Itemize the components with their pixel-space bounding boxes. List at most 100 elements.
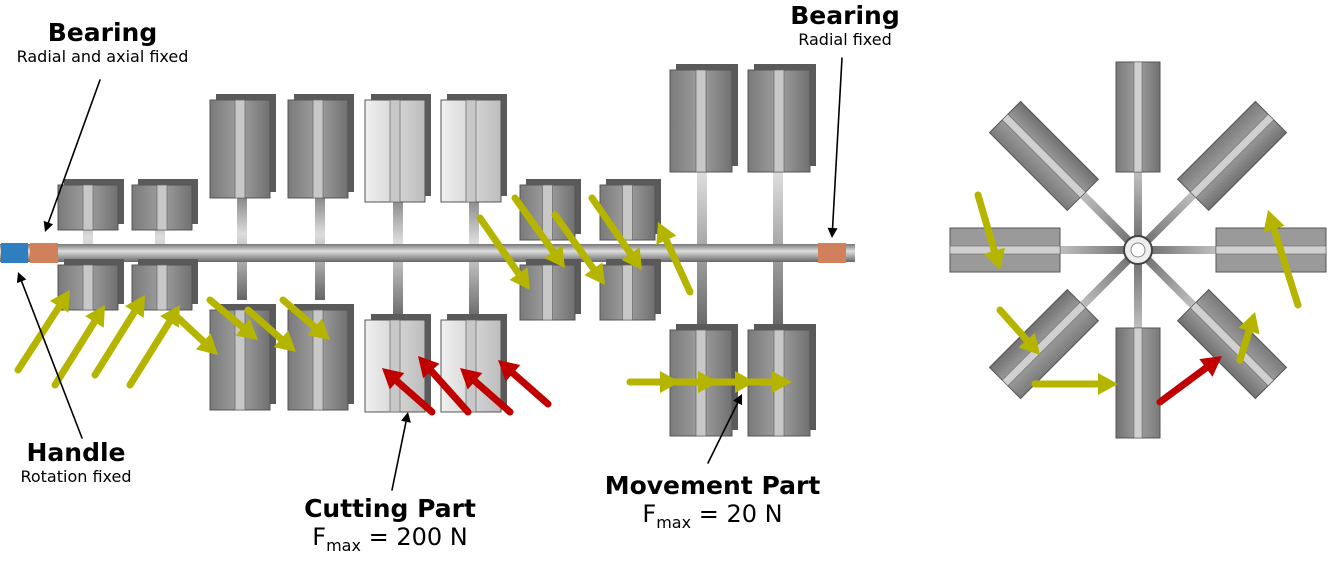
- leader-line-shaft: [391, 420, 407, 491]
- movement-force-arrow-head: [509, 267, 530, 290]
- blade-rib: [389, 99, 401, 203]
- cutting-force-arrow-shaft: [393, 377, 436, 416]
- cutting-force-arrow-head: [460, 368, 483, 390]
- hub-center: [1130, 242, 1146, 258]
- bearing-left-title: Bearing: [47, 18, 158, 47]
- blade-rib: [622, 184, 633, 241]
- movement-force-arrow-shaft: [206, 296, 247, 331]
- end-view-arm: [1138, 227, 1327, 273]
- leader-line-shaft: [707, 402, 739, 464]
- cutting-force-arrow-shaft: [1156, 364, 1210, 406]
- force-subscript: max: [656, 512, 692, 532]
- cutting-part-force: Fmax = 200 N: [290, 523, 490, 555]
- movement-force-arrow-head: [584, 262, 605, 285]
- movement-part-title: Movement Part: [604, 471, 821, 500]
- movement-force-arrow-head: [273, 330, 296, 352]
- force-symbol: F: [312, 523, 327, 551]
- cutting-force-arrow-shaft: [427, 367, 472, 416]
- cutting-force-arrow-shaft: [509, 369, 552, 408]
- bearing-left: [30, 243, 58, 263]
- end-view-arm: [1115, 250, 1161, 439]
- force-subscript: max: [326, 535, 361, 555]
- blade-rib: [1001, 301, 1087, 387]
- movement-force-arrow-shaft: [1236, 327, 1253, 364]
- leader-line-head: [16, 272, 27, 284]
- movement-force-arrow-head: [1018, 332, 1040, 355]
- bearing-right-label: Bearing Radial fixed: [770, 1, 920, 49]
- leader-line-shaft: [20, 280, 83, 439]
- end-view: [949, 61, 1327, 439]
- leader-line-shaft: [831, 57, 843, 229]
- movement-force-arrow-shaft: [551, 211, 597, 273]
- leader-line-head: [827, 227, 838, 238]
- movement-force-arrow-shaft: [662, 236, 694, 296]
- leader-line-head: [401, 412, 411, 423]
- blade-rib: [542, 184, 553, 241]
- handle-subtitle: Rotation fixed: [20, 467, 132, 486]
- movement-force-arrow-shaft: [511, 194, 557, 256]
- movement-force-arrow-head: [195, 333, 218, 355]
- movement-force-arrow-shaft: [244, 306, 285, 343]
- cutting-force-arrow-head: [382, 368, 405, 390]
- movement-force-arrow-shaft: [171, 311, 207, 345]
- blade-rib: [695, 69, 707, 173]
- blade-rib: [1189, 113, 1275, 199]
- blade-rib: [234, 309, 246, 411]
- movement-force-arrow-shaft: [476, 214, 523, 278]
- cutting-part-label: Cutting Part Fmax = 200 N: [290, 494, 490, 555]
- blade-rib: [465, 319, 477, 413]
- cutting-force-arrow-head: [498, 360, 521, 382]
- movement-force-arrow-head: [85, 305, 105, 328]
- movement-force-arrow-shaft: [91, 308, 138, 379]
- blade-rib: [312, 99, 324, 199]
- movement-force-arrow-head: [1098, 373, 1118, 395]
- bearing-right: [818, 243, 846, 263]
- blade-rib: [1215, 245, 1327, 255]
- leader-lines: [16, 57, 843, 491]
- movement-force-arrow-head: [49, 290, 70, 313]
- movement-force-arrow-shaft: [279, 296, 319, 331]
- movement-force-arrow-head: [235, 318, 258, 340]
- movement-force-arrow-head: [983, 247, 1005, 270]
- blade-rib: [949, 245, 1061, 255]
- handle-title: Handle: [26, 438, 126, 467]
- movement-force-arrow-head: [125, 295, 145, 318]
- blade-rib: [465, 99, 477, 203]
- movement-force-arrow-head: [1263, 210, 1285, 233]
- blade-rib: [156, 264, 168, 311]
- movement-part-label: Movement Part Fmax = 20 N: [590, 471, 835, 532]
- blade-rib: [622, 264, 633, 321]
- leader-line-shaft: [47, 79, 101, 224]
- force-value: = 200 N: [368, 523, 468, 551]
- movement-force-arrow-head: [772, 371, 792, 393]
- blade-rib: [1133, 61, 1143, 173]
- cutting-force-arrow-head: [1199, 356, 1222, 377]
- blade-rib: [1001, 113, 1087, 199]
- spoke: [773, 70, 783, 330]
- force-symbol: F: [642, 500, 657, 528]
- end-view-arm: [1135, 100, 1288, 253]
- side-view: [0, 64, 855, 437]
- cutting-force-arrow-shaft: [471, 377, 514, 416]
- blade-rib: [542, 264, 553, 321]
- movement-part-force: Fmax = 20 N: [590, 500, 835, 532]
- cutting-force-arrow-head: [418, 356, 440, 379]
- blade-rib: [82, 184, 94, 231]
- movement-force-arrow-head: [160, 305, 180, 328]
- movement-force-arrow-head: [656, 222, 677, 245]
- end-view-arm: [949, 227, 1138, 273]
- end-view-arm: [988, 100, 1141, 253]
- end-view-arm: [988, 247, 1141, 400]
- movement-force-arrow-shaft: [1270, 225, 1302, 309]
- blade-rib: [1133, 327, 1143, 439]
- movement-force-arrow-head: [307, 318, 330, 340]
- bearing-left-label: Bearing Radial and axial fixed: [0, 18, 205, 66]
- movement-force-arrow-shaft: [126, 318, 173, 389]
- bearing-right-subtitle: Radial fixed: [798, 30, 892, 49]
- movement-force-arrow-head: [621, 247, 642, 270]
- shaft: [0, 244, 855, 262]
- movement-force-arrow-shaft: [996, 306, 1031, 344]
- handle: [1, 243, 28, 263]
- blade-rib: [156, 184, 168, 231]
